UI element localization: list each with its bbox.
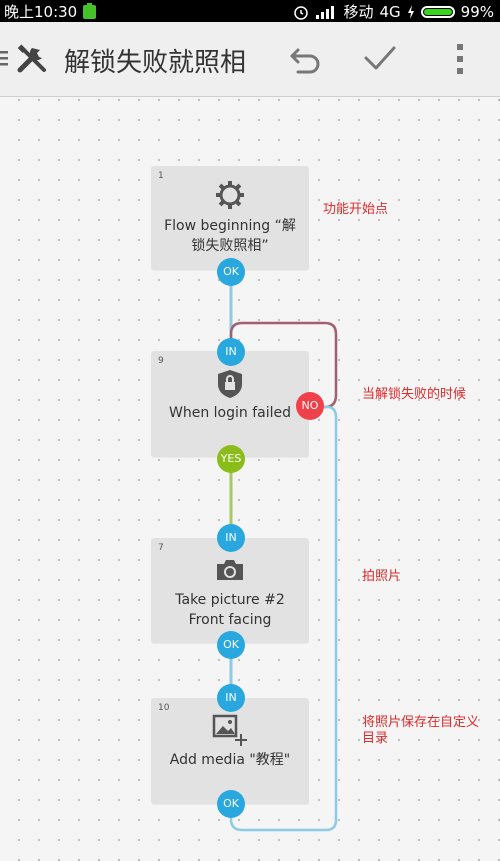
lock-shield-icon — [218, 370, 242, 398]
gear-icon — [216, 181, 244, 209]
block-label: Flow beginning “解锁失败照相” — [164, 218, 296, 254]
annotation-take-photo: 拍照片 — [362, 569, 402, 584]
block-number: 10 — [158, 703, 170, 713]
menu-icon[interactable] — [0, 50, 8, 66]
status-bar: 晚上10:30 移动 4G 99% — [0, 0, 500, 22]
status-time: 晚上10:30 — [4, 3, 78, 21]
camera-icon — [217, 560, 243, 580]
carrier-label: 移动 — [343, 3, 374, 21]
flow-block-login-failed[interactable]: 9 When login failed — [151, 351, 309, 457]
block-label: When login failed — [169, 405, 291, 421]
battery-icon — [420, 5, 455, 18]
app-bar: 解锁失败就照相 — [0, 22, 500, 97]
confirm-button[interactable] — [362, 42, 398, 74]
block-number: 1 — [158, 171, 164, 181]
port-in-login-failed[interactable]: IN — [217, 338, 245, 366]
block-label: Add media "教程" — [169, 752, 291, 768]
block-number: 9 — [158, 356, 164, 366]
port-ok-take-picture[interactable]: OK — [217, 631, 245, 659]
wire-no-loop — [229, 321, 338, 409]
network-type: 4G — [379, 2, 401, 21]
tools-icon — [17, 44, 46, 73]
port-in-add-media[interactable]: IN — [217, 684, 245, 712]
page-title: 解锁失败就照相 — [64, 48, 247, 78]
flow-canvas[interactable]: 1 Flow beginning “解锁失败照相” OK 9 When logi — [0, 97, 500, 861]
port-ok-start[interactable]: OK — [217, 258, 245, 286]
port-yes[interactable]: YES — [217, 445, 245, 473]
flow-block-start[interactable]: 1 Flow beginning “解锁失败照相” — [151, 166, 309, 270]
annotation-login-failed: 当解锁失败的时候 — [362, 387, 467, 402]
undo-button[interactable] — [288, 44, 322, 74]
signal-icon — [316, 5, 335, 19]
flow-block-add-media[interactable]: 10 Add media "教程" — [151, 698, 309, 804]
alarm-icon — [294, 5, 309, 20]
annotation-save-photo: 将照片保存在自定义目录 — [362, 715, 480, 746]
wire-no-to-end — [229, 405, 338, 832]
port-no[interactable]: NO — [296, 392, 324, 420]
add-image-icon — [212, 714, 247, 746]
port-in-take-picture[interactable]: IN — [217, 524, 245, 552]
charging-icon — [407, 4, 414, 19]
android-icon — [83, 2, 97, 19]
block-number: 7 — [158, 543, 164, 553]
port-ok-add-media[interactable]: OK — [217, 790, 245, 818]
annotation-start-point: 功能开始点 — [323, 202, 389, 217]
more-options-icon[interactable] — [455, 42, 465, 76]
battery-percent: 99% — [460, 2, 494, 21]
